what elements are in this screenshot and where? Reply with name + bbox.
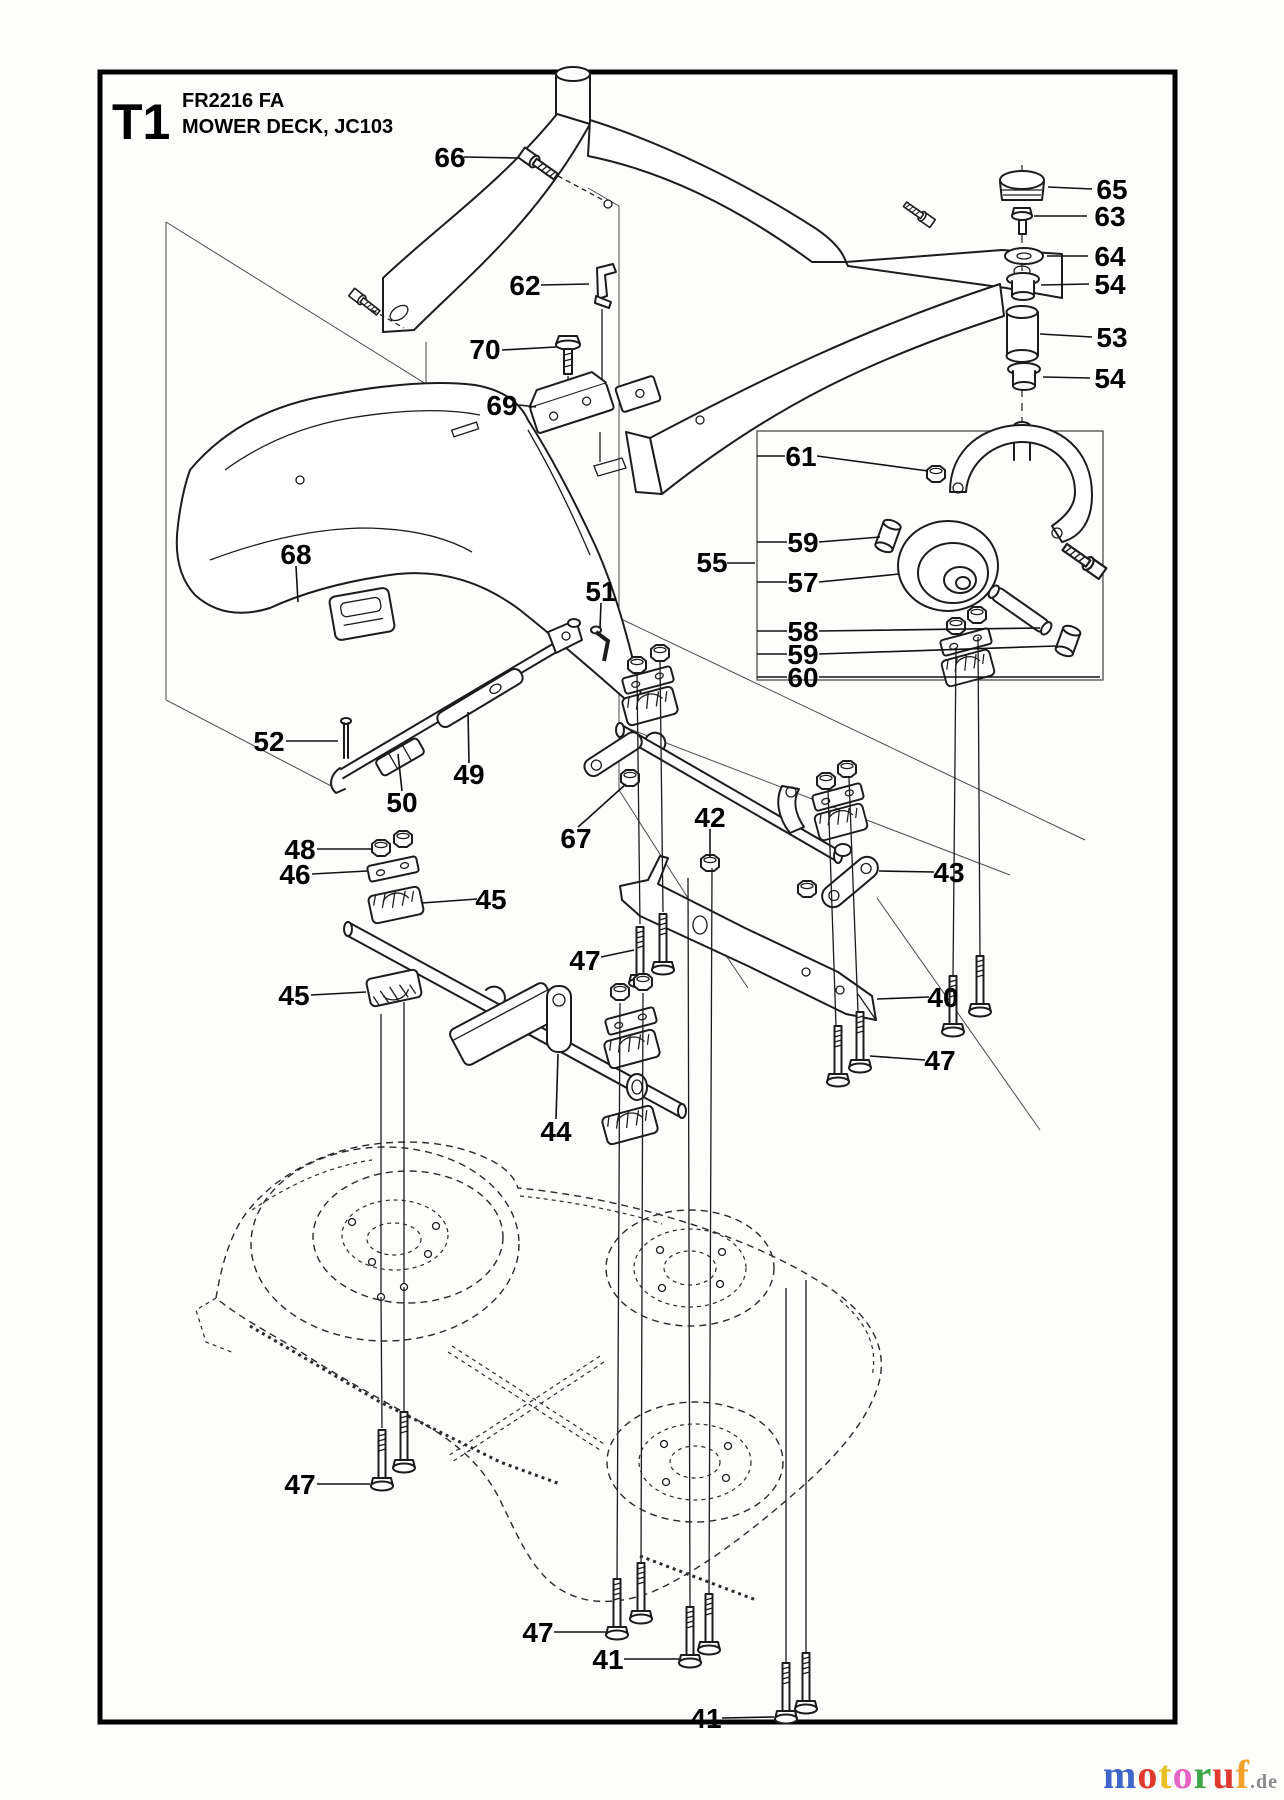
clip-62	[594, 263, 617, 388]
callout-49: 49	[453, 759, 484, 790]
bolt-66-centerline	[557, 175, 604, 201]
caster-fork-55	[949, 421, 1093, 543]
callout-40: 40	[927, 982, 958, 1013]
callout-70: 70	[469, 334, 500, 365]
bolt-47c	[826, 1025, 850, 1088]
bolt-60	[1059, 540, 1108, 581]
deck-bolts	[370, 1411, 818, 1725]
nut-48a	[371, 839, 391, 857]
callout-42: 42	[694, 802, 725, 833]
mower-deck-outline	[195, 1141, 882, 1603]
sheet-title: MOWER DECK, JC103	[182, 116, 393, 138]
callout-66: 66	[434, 142, 465, 173]
bushing-59b	[1054, 624, 1082, 658]
callout-63: 63	[1094, 201, 1125, 232]
rear-mount-bolt	[901, 199, 937, 229]
pin-51	[590, 625, 611, 662]
cap-65	[999, 170, 1045, 201]
callout-57: 57	[787, 567, 818, 598]
callout-59a: 59	[787, 527, 818, 558]
callout-45a: 45	[475, 884, 506, 915]
belt-cover-68	[175, 381, 643, 708]
callout-60: 60	[787, 662, 818, 693]
callout-46: 46	[279, 859, 310, 890]
callout-41b: 41	[690, 1703, 721, 1734]
callout-62: 62	[509, 270, 540, 301]
latch-rod-assembly	[330, 618, 640, 794]
bracket-69	[528, 371, 615, 434]
callout-47a: 47	[569, 945, 600, 976]
callout-53: 53	[1096, 322, 1127, 353]
callout-65: 65	[1096, 174, 1127, 205]
callout-67: 67	[560, 823, 591, 854]
frame-mount-bolt	[347, 287, 383, 318]
wheel-57	[897, 520, 999, 612]
callouts: 66 65 63 64 54 53 54 62 70 69 68 51 55 6…	[253, 142, 1127, 1734]
callout-64: 64	[1094, 241, 1126, 272]
nut-42	[700, 854, 720, 872]
hanger-assembly	[343, 606, 997, 1147]
bushing-54b	[1007, 362, 1041, 391]
plate-46	[365, 854, 421, 884]
nut-67	[620, 769, 640, 787]
clamp-45b	[364, 967, 424, 1009]
sheet-border	[97, 69, 1178, 1725]
rear-shaft	[619, 723, 839, 863]
callout-69: 69	[486, 390, 517, 421]
callout-43: 43	[933, 857, 964, 888]
callout-47d: 47	[522, 1617, 553, 1648]
callout-58: 58	[787, 616, 818, 647]
sheet-code: T1	[112, 94, 170, 150]
callout-54a: 54	[1094, 269, 1126, 300]
callout-50: 50	[386, 787, 417, 818]
bolt-63	[1011, 207, 1033, 235]
clevis-49	[547, 618, 583, 654]
watermark-word: motoruf	[1103, 1752, 1250, 1797]
callout-59b: 59	[787, 639, 818, 670]
watermark-tld: .de	[1250, 1771, 1278, 1793]
caster-assembly-55	[756, 165, 1108, 681]
bushing-54a	[1006, 272, 1040, 301]
link-43	[821, 855, 879, 909]
nut-48b	[393, 830, 413, 848]
callout-51: 51	[585, 576, 616, 607]
pin-52	[340, 717, 352, 759]
support-bar-40	[619, 855, 877, 1021]
lift-lever-42	[777, 785, 805, 834]
axle-58	[987, 584, 1053, 636]
leader-lines	[286, 156, 1100, 1719]
spacer-53	[1005, 305, 1039, 363]
callout-44: 44	[540, 1116, 572, 1147]
clamp-45a	[366, 884, 426, 926]
watermark-logo: motoruf.de	[1103, 1751, 1278, 1798]
washer-64	[1004, 247, 1044, 265]
bolt-70	[555, 335, 581, 394]
callout-61: 61	[785, 441, 816, 472]
hanger-strap	[546, 985, 572, 1053]
model-name: FR2216 FA	[182, 90, 284, 112]
nut-61	[926, 465, 946, 483]
bushing-59a	[874, 518, 902, 554]
callout-47b: 47	[924, 1045, 955, 1076]
bolt-47d	[848, 1011, 872, 1074]
callout-47c: 47	[284, 1469, 315, 1500]
mount-bolt-centerline	[371, 309, 405, 329]
eye-strap	[583, 731, 643, 778]
callout-52: 52	[253, 726, 284, 757]
callout-41a: 41	[592, 1644, 623, 1675]
hinge-bracket	[614, 375, 662, 413]
callout-55: 55	[696, 547, 727, 578]
callout-68: 68	[280, 539, 311, 570]
callout-48: 48	[284, 834, 315, 865]
callout-45b: 45	[278, 980, 309, 1011]
callout-54b: 54	[1094, 363, 1126, 394]
